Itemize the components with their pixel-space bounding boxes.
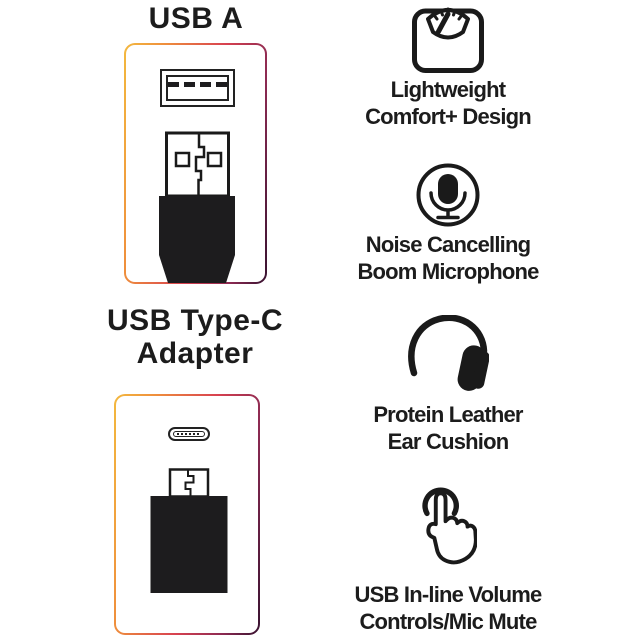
- feature-microphone-line2: Boom Microphone: [357, 258, 539, 284]
- feature-inline-controls-line1: USB In-line Volume: [354, 582, 543, 607]
- usb-a-port-pin: [200, 81, 211, 87]
- feature-ear-cushion-line2: Ear Cushion: [387, 428, 510, 454]
- usb-c-adapter-icon: [150, 468, 228, 593]
- usb-c-port-inner: [173, 431, 205, 437]
- headphones-icon: [408, 315, 489, 391]
- feature-lightweight-line2: Comfort+ Design: [365, 103, 532, 129]
- usb-c-port-pins: [177, 433, 201, 435]
- feature-inline-controls-line2: Controls/Mic Mute: [359, 608, 537, 634]
- usb-a-title: USB A: [148, 2, 244, 35]
- usb-c-title-line2: Adapter: [136, 337, 254, 370]
- feature-lightweight-line1: Lightweight: [390, 77, 506, 102]
- feature-microphone: Noise Cancelling Boom Microphone: [328, 160, 568, 285]
- usb-c-port-icon: [168, 427, 210, 441]
- usb-c-title-line1: USB Type-C: [106, 304, 284, 337]
- microphone-icon: [416, 163, 480, 227]
- usb-a-plug-icon: [159, 131, 235, 283]
- feature-ear-cushion-line1: Protein Leather: [373, 402, 523, 427]
- feature-ear-cushion: Protein Leather Ear Cushion: [328, 313, 568, 455]
- feature-microphone-line1: Noise Cancelling: [365, 232, 531, 257]
- scale-icon: [412, 7, 484, 73]
- usb-a-illustration-box: [124, 43, 267, 284]
- tap-icon: [422, 487, 477, 565]
- scale-needle: [436, 11, 451, 34]
- usb-c-title: USB Type-C Adapter: [95, 304, 295, 370]
- usb-a-port-icon: [160, 69, 235, 107]
- usb-c-illustration-box: [114, 394, 260, 635]
- usb-a-port-pin: [168, 81, 179, 87]
- feature-inline-controls: USB In-line Volume Controls/Mic Mute: [328, 484, 568, 635]
- usb-a-port-inner: [166, 75, 229, 101]
- usb-a-port-pin: [184, 81, 195, 87]
- usb-a-port-pin: [216, 81, 227, 87]
- feature-lightweight: Lightweight Comfort+ Design: [328, 0, 568, 130]
